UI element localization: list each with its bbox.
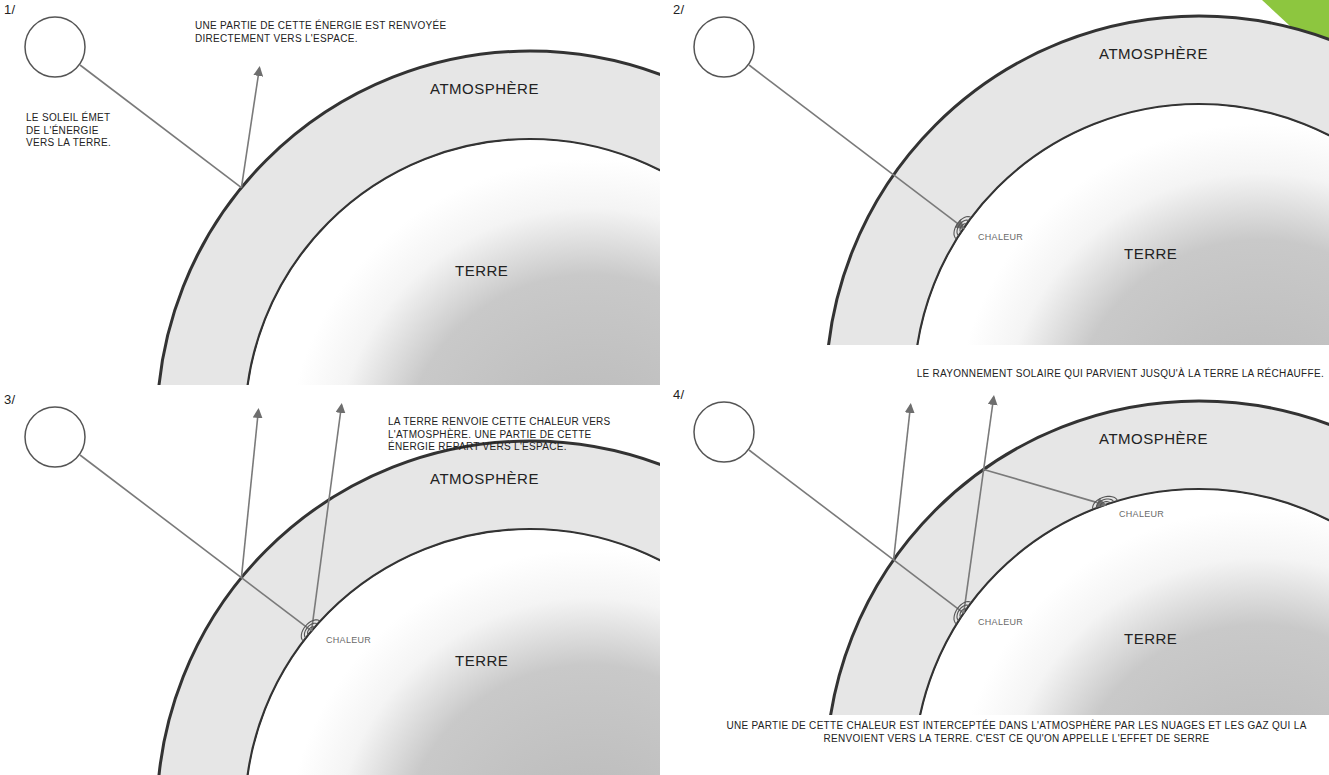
solar-ray bbox=[80, 65, 241, 188]
sun bbox=[694, 17, 754, 77]
heat-symbol bbox=[960, 224, 967, 233]
earth-fill bbox=[247, 531, 661, 775]
heat-label: CHALEUR bbox=[978, 232, 1023, 243]
earth-label: TERRE bbox=[455, 652, 508, 671]
atmosphere-label: ATMOSPHÈRE bbox=[1099, 430, 1208, 449]
atmosphere-outer bbox=[157, 441, 660, 775]
earth-label: TERRE bbox=[1124, 245, 1177, 264]
earth-label: TERRE bbox=[1124, 630, 1177, 649]
earth-shape: TERRE bbox=[669, 385, 1329, 715]
earth-drawing bbox=[0, 0, 660, 385]
earth-fill bbox=[247, 141, 661, 386]
emitted-arrow bbox=[964, 397, 994, 613]
solar-ray bbox=[80, 455, 312, 631]
emitted-arrow bbox=[312, 405, 342, 631]
atmosphere-inner bbox=[245, 529, 660, 775]
note: UNE PARTIE DE CETTE ÉNERGIE EST RENVOYÉE… bbox=[195, 20, 460, 45]
atmosphere-inner bbox=[245, 139, 660, 385]
caption: LE RAYONNEMENT SOLAIRE QUI PARVIENT JUSQ… bbox=[764, 368, 1324, 381]
earth-fill bbox=[916, 106, 1329, 346]
reflected-arrow bbox=[241, 410, 258, 578]
atmosphere-label: ATMOSPHÈRE bbox=[1099, 45, 1208, 64]
sun bbox=[25, 17, 85, 77]
heat-symbol bbox=[1093, 496, 1118, 509]
heat-symbol bbox=[960, 609, 967, 618]
sun bbox=[25, 407, 85, 467]
panel: ATMOSPHÈRE TERRE 2/CHALEUR LE RAYONNEMENT S… bbox=[669, 0, 1329, 385]
heat-symbol bbox=[301, 620, 320, 641]
heat-symbol bbox=[1097, 499, 1114, 508]
panel: ATMOSPHÈRE TERRE 1/LE SOLEIL ÉMET DE L'ÉNE… bbox=[0, 0, 660, 385]
earth-fill bbox=[916, 491, 1329, 716]
solar-ray bbox=[749, 65, 964, 228]
reflected-arrow bbox=[894, 405, 911, 560]
reflected-arrow bbox=[241, 68, 259, 188]
caption: UNE PARTIE DE CETTE CHALEUR EST INTERCEP… bbox=[709, 720, 1324, 745]
sun bbox=[694, 402, 754, 462]
heat-label: CHALEUR bbox=[326, 635, 371, 646]
greenhouse-arrow bbox=[984, 469, 1106, 504]
heat-label: CHALEUR bbox=[1119, 509, 1164, 520]
energy-arrows bbox=[0, 0, 660, 385]
heat-symbol bbox=[1100, 502, 1110, 507]
energy-arrows bbox=[669, 0, 1329, 345]
solar-ray bbox=[749, 450, 964, 613]
atmosphere-label: ATMOSPHÈRE bbox=[430, 470, 539, 489]
atmosphere-label: ATMOSPHÈRE bbox=[430, 80, 539, 99]
atmosphere-outer bbox=[157, 51, 660, 385]
note: LE SOLEIL ÉMET DE L'ÉNERGIE VERS LA TERR… bbox=[26, 112, 126, 150]
heat-symbol bbox=[308, 627, 315, 635]
atmosphere-outer bbox=[826, 401, 1329, 715]
heat-symbol bbox=[954, 217, 971, 239]
panel-number: 1/ bbox=[4, 2, 15, 18]
heat-symbol bbox=[954, 602, 971, 624]
earth-shape: TERRE bbox=[0, 0, 660, 385]
energy-arrows bbox=[669, 385, 1329, 715]
heat-label: CHALEUR bbox=[978, 617, 1023, 628]
earth-shape: TERRE bbox=[669, 0, 1329, 345]
panel: ATMOSPHÈRE TERRE 4/CHALEUR CHALEUR UNE PARTI… bbox=[669, 385, 1329, 770]
earth-drawing bbox=[669, 0, 1329, 345]
earth-drawing bbox=[669, 385, 1329, 715]
panel: ATMOSPHÈRE TERRE 3/LA TERRE RENVOIE CETTE … bbox=[0, 390, 660, 775]
panel-number: 4/ bbox=[673, 387, 684, 403]
panel-number: 3/ bbox=[4, 392, 15, 408]
note: LA TERRE RENVOIE CETTE CHALEUR VERS L'AT… bbox=[388, 416, 633, 454]
atmosphere-inner bbox=[914, 104, 1329, 345]
panel-number: 2/ bbox=[673, 2, 684, 18]
earth-label: TERRE bbox=[455, 262, 508, 281]
